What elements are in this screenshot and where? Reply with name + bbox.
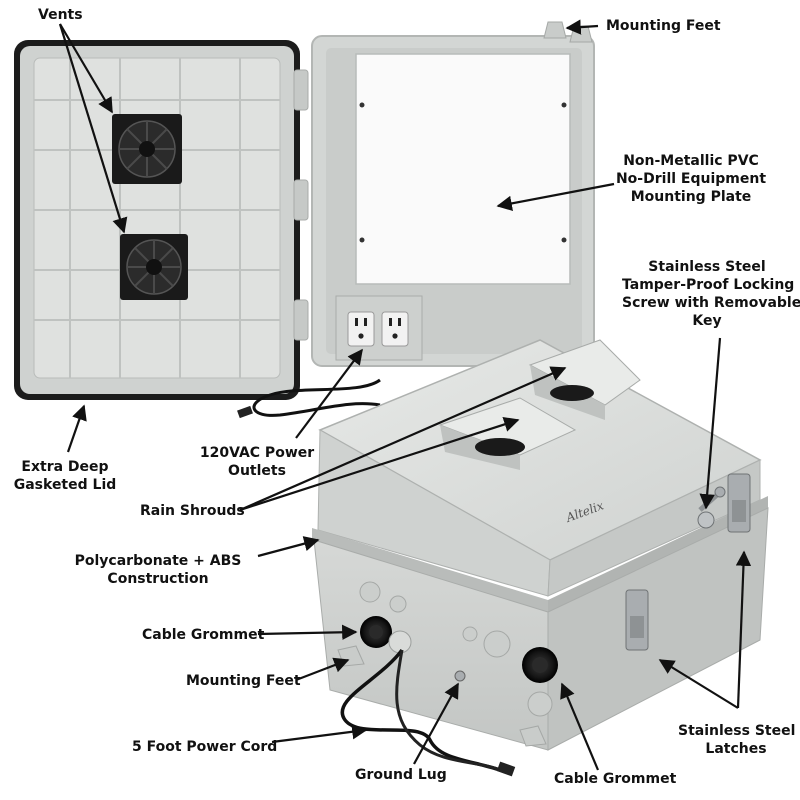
open-lid	[14, 40, 309, 400]
cable-grommet-left	[360, 616, 392, 648]
stainless-latch-upper	[727, 473, 751, 533]
label-cable-grommet-bottom: Cable Grommet	[554, 771, 677, 787]
label-latches: Stainless Steel Latches	[678, 723, 796, 757]
label-cable-grommet-left: Cable Grommet	[142, 627, 265, 643]
vent-fan-upper	[112, 114, 182, 184]
label-rain-shrouds: Rain Shrouds	[140, 503, 245, 519]
rain-shroud-upper	[528, 339, 641, 420]
mounting-plate	[355, 53, 571, 285]
power-outlet-right	[381, 311, 409, 347]
label-lid: Extra Deep Gasketed Lid	[13, 459, 117, 493]
cable-grommet-bottom	[522, 647, 558, 683]
stainless-latch-lower	[625, 589, 649, 651]
label-power-cord: 5 Foot Power Cord	[132, 739, 278, 755]
label-mounting-feet-bottom: Mounting Feet	[186, 673, 301, 689]
label-vents: Vents	[38, 7, 83, 23]
label-mounting-feet-top: Mounting Feet	[606, 18, 721, 34]
vent-fan-lower	[120, 234, 188, 300]
open-box	[237, 21, 595, 419]
label-locking-screw: Stainless Steel Tamper-Proof Locking Scr…	[622, 259, 800, 329]
closed-enclosure: Altelix	[312, 339, 769, 777]
label-ground-lug: Ground Lug	[355, 767, 447, 783]
callout-arrows	[58, 19, 752, 771]
power-outlet-left	[347, 311, 375, 347]
label-outlets: 120VAC Power Outlets	[199, 445, 315, 479]
label-construction: Polycarbonate + ABS Construction	[74, 553, 242, 587]
label-mounting-plate: Non-Metallic PVC No-Drill Equipment Moun…	[615, 153, 767, 205]
